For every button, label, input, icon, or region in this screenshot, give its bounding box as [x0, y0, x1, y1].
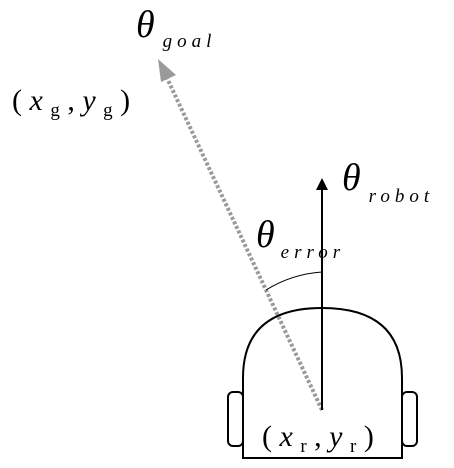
theta-robot-subscript: robot — [369, 186, 434, 207]
theta-robot-symbol: θ — [342, 157, 361, 199]
robot-right-wheel — [401, 391, 418, 447]
goal-coord-close-paren: ) — [120, 84, 130, 117]
goal-coord-x: x — [29, 84, 44, 117]
robot-coord-close-paren: ) — [364, 420, 374, 453]
goal-coord-separator: , — [67, 84, 82, 117]
theta-robot-label: θ robot — [342, 157, 434, 207]
goal-arrowhead — [158, 59, 176, 82]
robot-coord-separator: , — [314, 420, 329, 453]
goal-coordinate-label: ( x g , y g ) — [12, 84, 130, 123]
theta-error-symbol: θ — [256, 214, 275, 256]
goal-coord-y: y — [79, 84, 96, 117]
theta-error-label: θ error — [256, 214, 345, 263]
robot-coord-y-subscript: r — [350, 436, 357, 457]
theta-goal-subscript: goal — [163, 31, 217, 52]
robot-coord-x: x — [279, 420, 294, 453]
error-angle-arc — [265, 271, 323, 291]
goal-coord-y-subscript: g — [103, 100, 113, 121]
goal-coord-open-paren: ( — [12, 84, 22, 117]
theta-goal-symbol: θ — [136, 4, 155, 46]
robot-coord-x-subscript: r — [300, 436, 307, 457]
robot-heading-arrowhead — [316, 178, 328, 190]
theta-goal-label: θ goal — [136, 4, 216, 52]
robot-coordinate-label: ( x r , y r ) — [262, 420, 374, 459]
robot-coord-y: y — [326, 420, 343, 453]
theta-error-subscript: error — [281, 242, 345, 263]
robot-coord-open-paren: ( — [262, 420, 272, 453]
robot-left-wheel — [227, 391, 244, 447]
goal-direction-vector — [165, 77, 324, 411]
goal-coord-x-subscript: g — [50, 100, 60, 121]
